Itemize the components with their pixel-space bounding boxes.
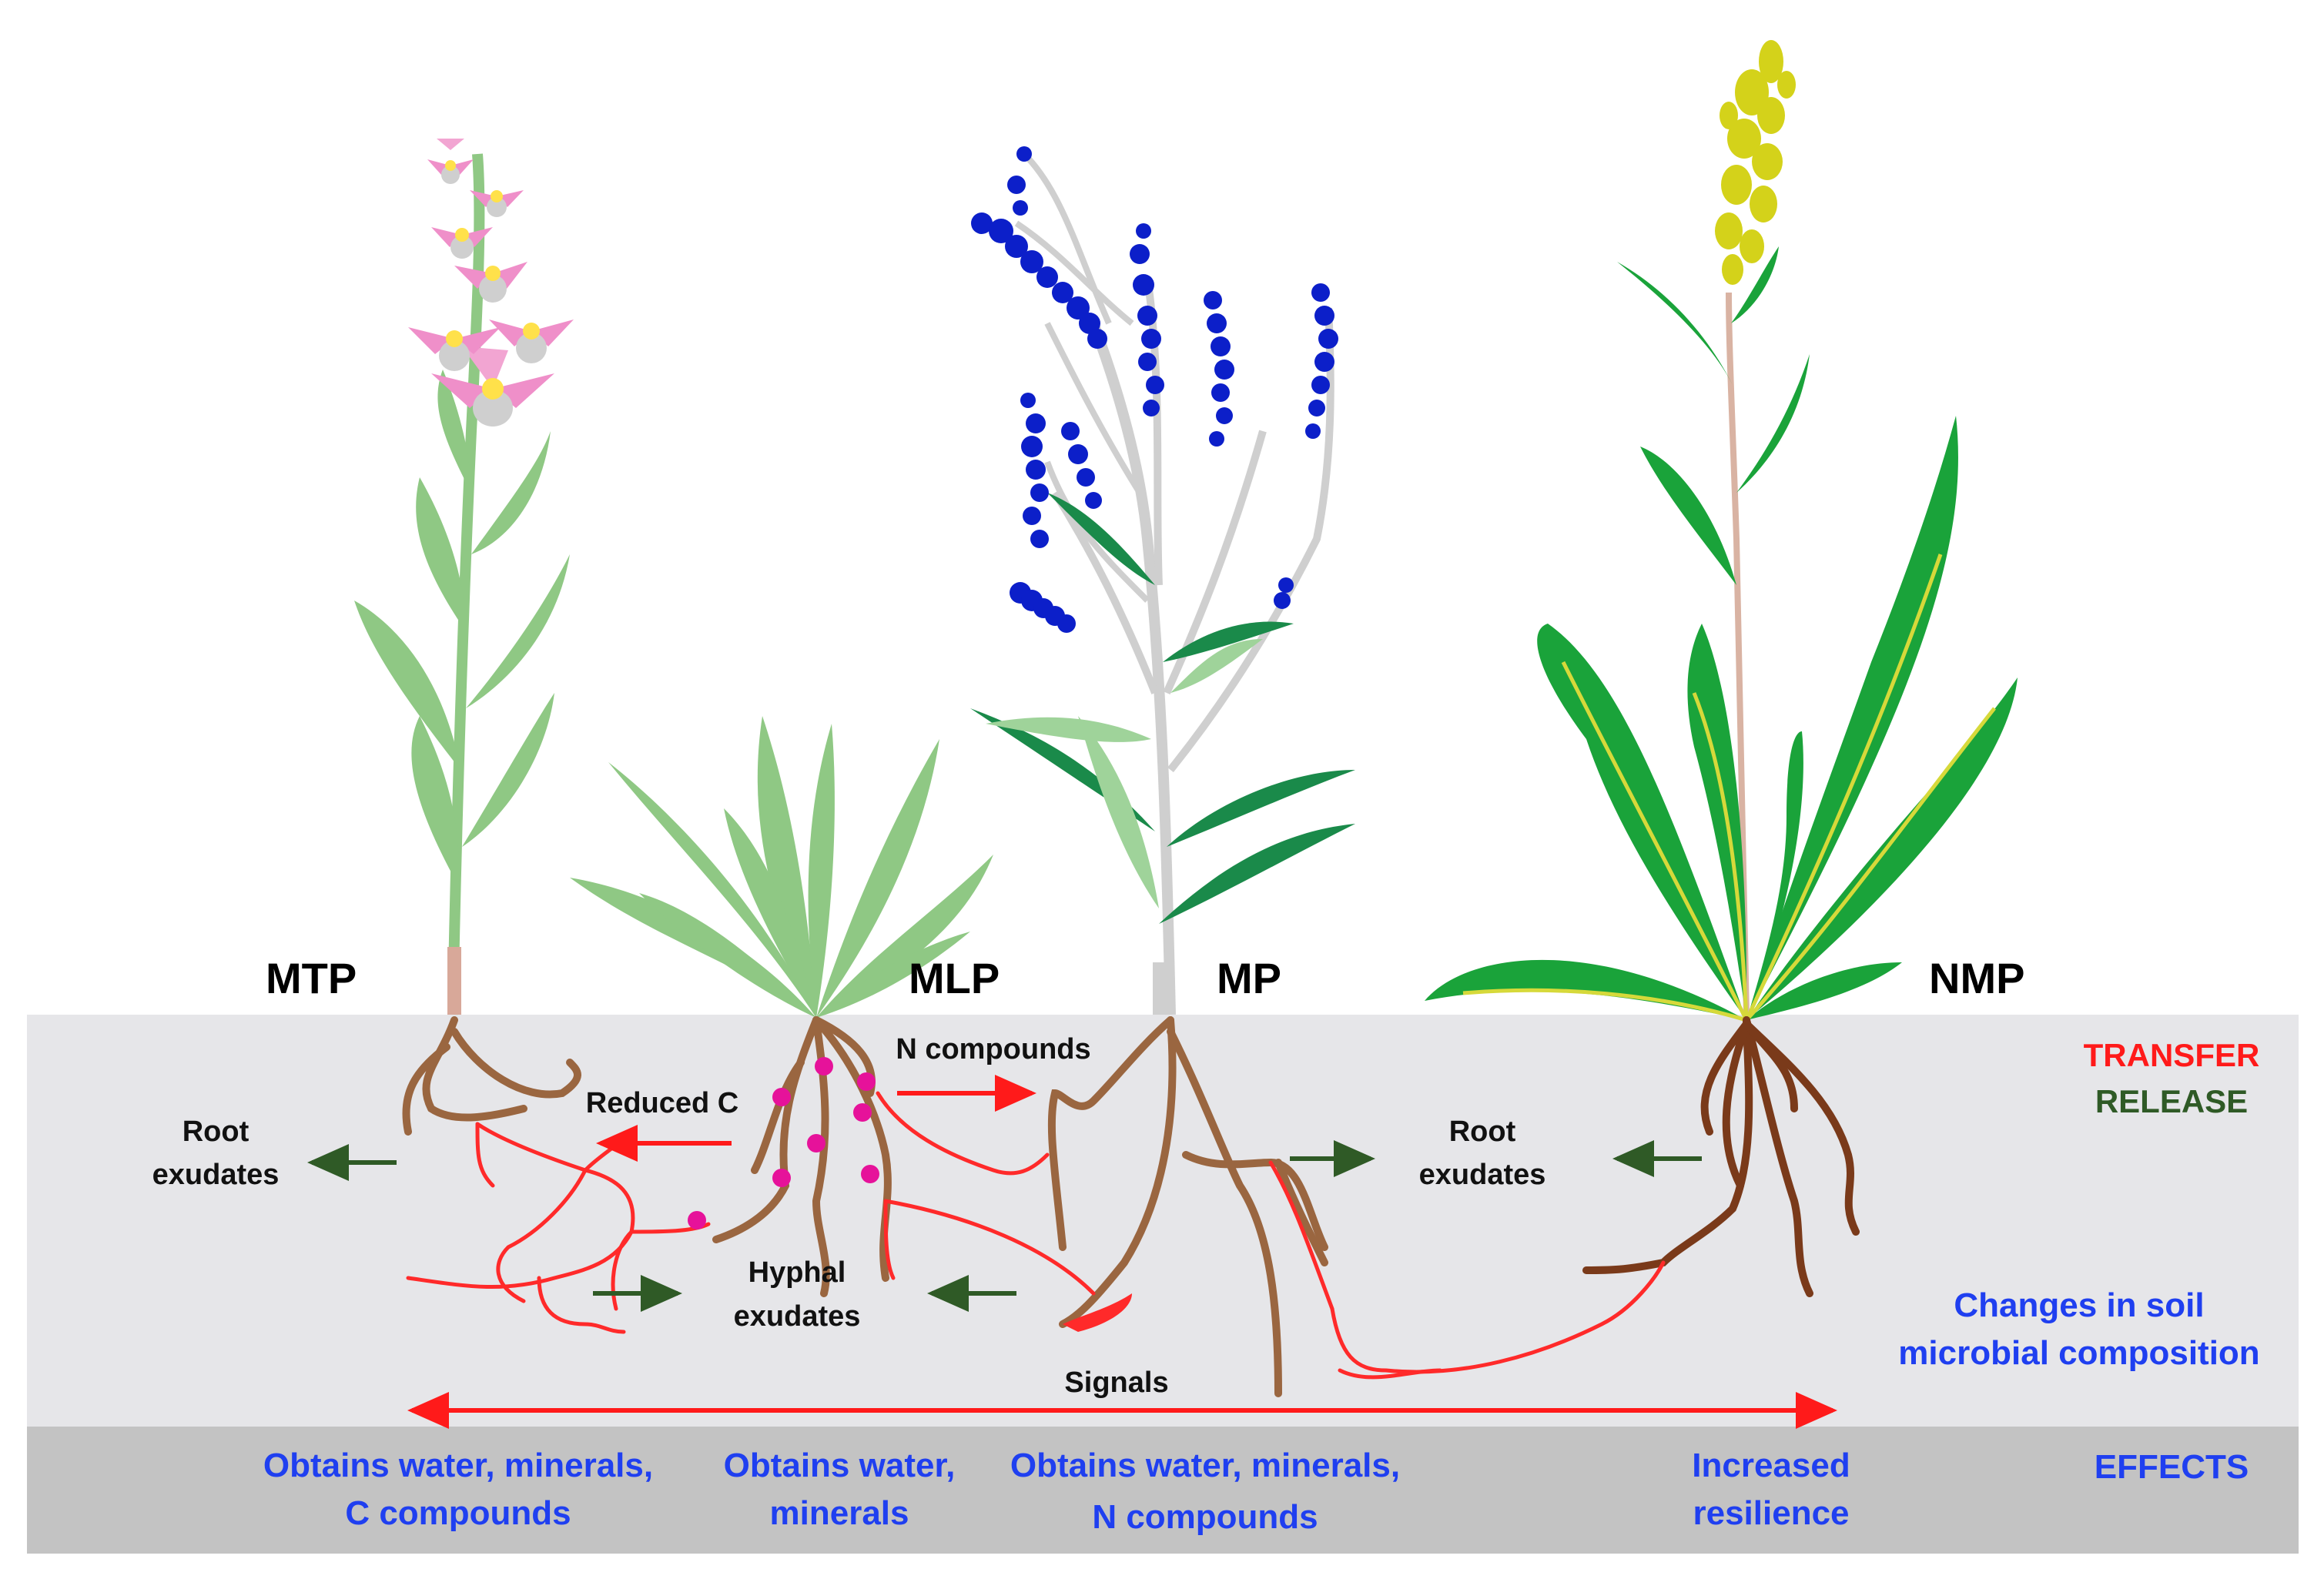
label-root-exudates-left-1: Root bbox=[183, 1116, 249, 1148]
legend-changes-1: Changes in soil bbox=[1954, 1286, 2204, 1324]
label-root-exudates-right-1: Root bbox=[1449, 1116, 1516, 1148]
soil-layer bbox=[27, 1015, 2299, 1427]
signal-blob bbox=[1063, 1293, 1132, 1332]
effect-mtp-2: C compounds bbox=[345, 1494, 571, 1532]
label-root-exudates-right-2: exudates bbox=[1419, 1159, 1546, 1191]
label-mlp: MLP bbox=[909, 954, 1000, 1002]
label-signals: Signals bbox=[1064, 1367, 1168, 1399]
label-n-compounds: N compounds bbox=[896, 1033, 1090, 1065]
label-nmp: NMP bbox=[1929, 954, 2024, 1002]
effect-nmp-2: resilience bbox=[1693, 1494, 1849, 1532]
nmp-plant bbox=[1425, 40, 2018, 1022]
fungal-contact-points bbox=[688, 1057, 879, 1229]
release-arrows bbox=[307, 1140, 1702, 1312]
nmp-inflorescence bbox=[1715, 40, 1796, 285]
legend-changes-2: microbial composition bbox=[1898, 1334, 2259, 1372]
legend-transfer: TRANSFER bbox=[2084, 1037, 2260, 1073]
effect-mlp-2: minerals bbox=[770, 1494, 909, 1532]
label-root-exudates-left-2: exudates bbox=[152, 1159, 280, 1191]
effect-mlp-1: Obtains water, bbox=[724, 1447, 956, 1484]
effect-mp-1: Obtains water, minerals, bbox=[1010, 1447, 1400, 1484]
mp-flower-spikes bbox=[971, 146, 1338, 633]
roots bbox=[402, 1016, 1860, 1397]
label-mp: MP bbox=[1217, 954, 1281, 1002]
effects-band bbox=[27, 1427, 2299, 1554]
label-reduced-c: Reduced C bbox=[586, 1087, 738, 1119]
label-mtp: MTP bbox=[266, 954, 357, 1002]
mp-plant bbox=[970, 146, 1355, 1015]
effect-mtp-1: Obtains water, minerals, bbox=[263, 1447, 653, 1484]
mlp-plant bbox=[570, 716, 993, 1018]
hyphae bbox=[406, 1091, 1666, 1380]
label-hyphal-exudates-2: exudates bbox=[734, 1300, 861, 1333]
mtp-plant bbox=[354, 139, 574, 1015]
orchid-flowers bbox=[408, 139, 574, 427]
effect-nmp-1: Increased bbox=[1692, 1447, 1850, 1484]
transfer-arrows bbox=[407, 1075, 1837, 1429]
legend-effects: EFFECTS bbox=[2095, 1448, 2249, 1486]
label-hyphal-exudates-1: Hyphal bbox=[748, 1256, 846, 1289]
effect-mp-2: N compounds bbox=[1092, 1498, 1318, 1536]
legend-release: RELEASE bbox=[2095, 1083, 2248, 1119]
